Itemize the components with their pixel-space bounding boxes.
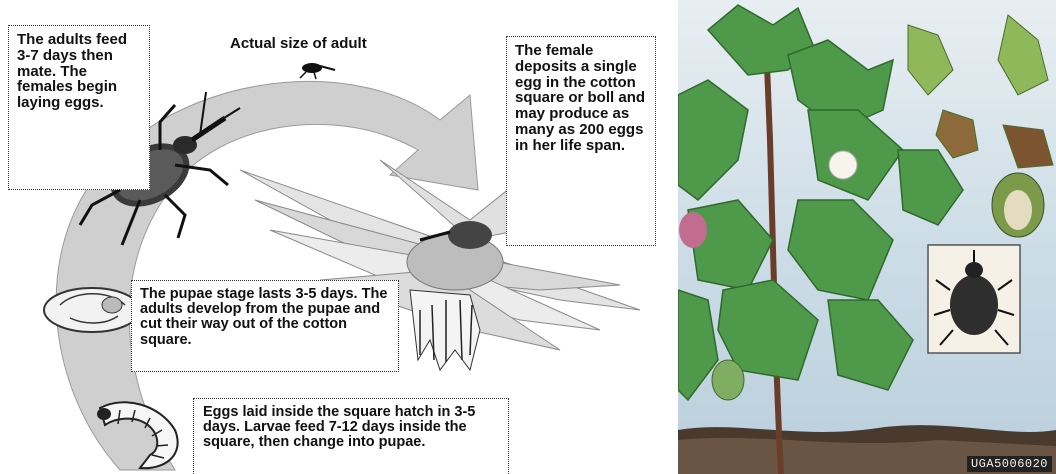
actual-size-label: Actual size of adult — [230, 36, 370, 51]
cotton-plant-painting: UGA5006020 — [678, 0, 1056, 474]
weevil-inset-panel — [928, 245, 1020, 353]
eggs-note: Eggs laid inside the square hatch in 3-5… — [193, 398, 509, 474]
female-note: The female deposits a single egg in the … — [506, 36, 656, 246]
actual-size-weevil — [300, 63, 335, 79]
image-watermark: UGA5006020 — [967, 456, 1052, 472]
painting-artwork — [678, 0, 1056, 474]
pupa-illustration — [44, 288, 140, 332]
life-cycle-diagram: Actual size of adult The adults feed 3-7… — [0, 0, 662, 474]
pupae-note: The pupae stage lasts 3-5 days. The adul… — [131, 280, 399, 372]
adults-note: The adults feed 3-7 days then mate. The … — [8, 25, 150, 190]
